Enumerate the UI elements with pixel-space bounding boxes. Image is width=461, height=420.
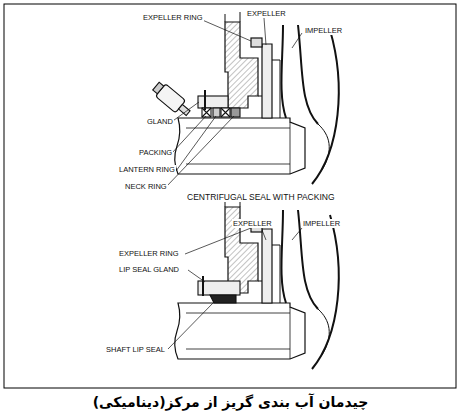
part-label: IMPELLER [302,219,341,228]
part-label: NECK RING [124,182,168,191]
frame [4,4,456,388]
part-label: EXPELLER [232,219,273,228]
part-label: EXPELLER RING [118,249,180,258]
part-label: SHAFT LIP SEAL [105,345,166,354]
leader-lines [166,18,302,349]
part-label: GLAND [146,117,174,126]
section-title: CENTRIFUGAL SEAL WITH PACKING [186,193,336,202]
part-label: EXPELLER RING [142,13,204,22]
part-label: LIP SEAL GLAND [118,265,180,274]
pump-section-top [175,12,339,184]
part-label: PACKING [138,148,173,157]
packing-parts [151,80,240,119]
lip-seal-parts [198,276,240,303]
part-label: LANTERN RING [118,165,176,174]
figure-caption: چیدمان آب بندی گریز از مرکز(دینامیکی) [0,394,461,410]
part-label: IMPELLER [304,26,343,35]
part-label: EXPELLER [246,9,287,18]
